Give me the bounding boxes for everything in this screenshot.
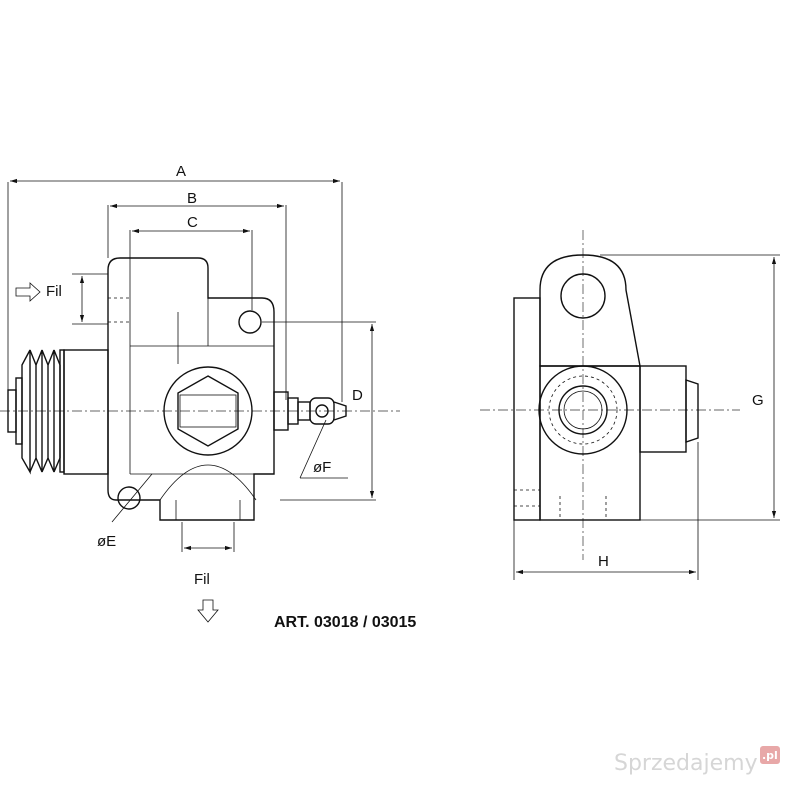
port-inner <box>558 385 608 435</box>
shaft-housing <box>63 349 109 475</box>
side-flange <box>513 297 541 521</box>
dim-label-c: C <box>187 214 198 231</box>
article-number: ART. 03018 / 03015 <box>274 614 416 631</box>
watermark-text: Sprzedajemy <box>614 751 758 776</box>
top-lug <box>539 254 641 367</box>
plug-outer-ring <box>163 366 253 456</box>
side-body <box>539 365 641 521</box>
watermark: Sprzedajemy .pl <box>614 746 780 776</box>
port-outer <box>538 365 628 455</box>
dim-label-d: D <box>352 387 363 404</box>
watermark-badge <box>760 746 780 764</box>
dim-label-f: øF <box>313 459 331 476</box>
fil-outlet-label: Fil <box>194 571 210 588</box>
side-view <box>480 230 740 560</box>
lug-hole <box>560 273 606 319</box>
fil-inlet-arrow <box>15 282 41 302</box>
fil-outlet-arrow <box>197 599 219 623</box>
dim-label-a: A <box>176 163 186 180</box>
dim-label-e: øE <box>97 533 116 550</box>
side-plug-cap <box>685 379 699 443</box>
hex-plug <box>177 375 239 447</box>
adjusting-nipple <box>273 391 347 431</box>
front-dimensions <box>7 178 376 623</box>
front-view <box>0 257 400 521</box>
side-plug-body <box>639 365 687 453</box>
dim-label-h: H <box>598 553 609 570</box>
dim-label-g: G <box>752 392 764 409</box>
mounting-hole-top <box>238 310 262 334</box>
watermark-badge-text: .pl <box>762 749 778 762</box>
side-dimensions <box>513 254 780 580</box>
port-thread <box>548 375 618 445</box>
dim-label-b: B <box>187 190 197 207</box>
pump-body <box>107 257 275 521</box>
mounting-hole-bottom <box>117 486 141 510</box>
fil-inlet-label: Fil <box>46 283 62 300</box>
